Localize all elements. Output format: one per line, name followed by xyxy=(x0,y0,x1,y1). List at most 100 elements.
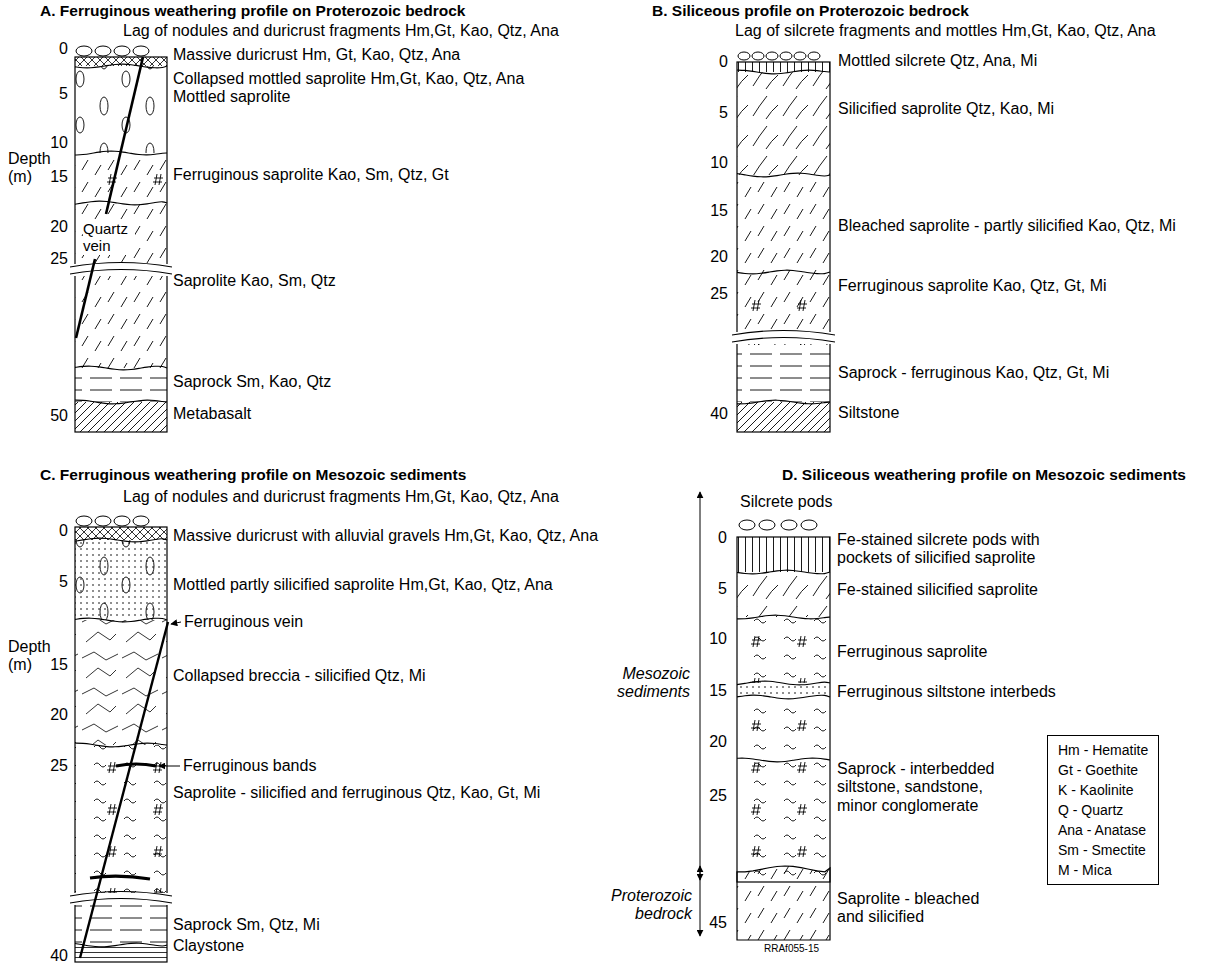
drawing-path xyxy=(75,400,167,404)
layer-label: Collapsed mottled saprolite Hm,Gt, Kao, … xyxy=(173,70,524,88)
strata-fill xyxy=(737,537,830,572)
strata-fill xyxy=(737,697,830,882)
drawing-path xyxy=(70,270,172,275)
layer-label: Saprolite - silicified and ferruginous Q… xyxy=(173,784,540,802)
column-break xyxy=(731,332,836,344)
strata-fill xyxy=(75,540,167,620)
strata-fill xyxy=(737,72,830,175)
legend-entry: Gt - Goethite xyxy=(1058,760,1148,780)
legend-entry: Sm - Smectite xyxy=(1058,840,1148,860)
leader-arrow xyxy=(159,766,180,767)
layer-label: Fe-stained silicified saprolite xyxy=(837,581,1038,599)
drawing-path xyxy=(70,899,172,904)
depth-value: 5 xyxy=(59,85,68,103)
layer-label: Saprolite Kao, Sm, Qtz xyxy=(173,272,336,290)
column-outline xyxy=(75,57,167,432)
legend-box: Hm - HematiteGt - GoethiteK - KaoliniteQ… xyxy=(1047,735,1159,885)
strata-fill xyxy=(75,945,167,962)
depth-value: 10 xyxy=(709,630,727,648)
drawing-path xyxy=(737,400,830,404)
extent-arrow xyxy=(700,492,701,880)
layer-label: Saprock - interbedded siltstone, sandsto… xyxy=(837,760,1007,815)
drawing-ellipse xyxy=(133,46,149,56)
layer-label: Saprock Sm, Kao, Qtz xyxy=(173,373,331,391)
layer-label: Mottled saprolite xyxy=(173,88,290,106)
drawing-path xyxy=(737,758,830,762)
drawing-path xyxy=(732,338,835,343)
depth-value: 25 xyxy=(50,250,68,268)
unit-label: Proterozoic bedrock xyxy=(596,887,692,924)
weathering-column xyxy=(69,57,173,432)
lag-label: Silcrete pods xyxy=(740,493,833,511)
drawing-ellipse xyxy=(808,52,820,60)
layer-label: Bleached saprolite - partly silicified K… xyxy=(838,217,1176,235)
drawing-ellipse xyxy=(759,520,775,530)
strata-fill xyxy=(75,527,167,540)
depth-value: 40 xyxy=(50,947,68,965)
depth-value: 0 xyxy=(718,529,727,547)
drawing-path xyxy=(737,681,830,685)
ferruginous-band xyxy=(90,876,150,879)
depth-value: 45 xyxy=(709,914,727,932)
strata-fill xyxy=(75,153,167,203)
layer-label: Siltstone xyxy=(838,404,899,422)
panel-title: B. Siliceous profile on Proterozoic bedr… xyxy=(652,2,969,20)
layer-label: Claystone xyxy=(173,937,244,955)
depth-value: 15 xyxy=(710,202,728,220)
drawing-ellipse xyxy=(739,520,755,530)
drawing-ellipse xyxy=(76,516,92,526)
strata-fill xyxy=(75,153,167,203)
legend-entry: K - Kaolinite xyxy=(1058,780,1148,800)
layer-label: Massive duricrust Hm, Gt, Kao, Qtz, Ana xyxy=(173,46,460,64)
legend-entry: M - Mica xyxy=(1058,860,1148,880)
feature-label: Ferruginous vein xyxy=(184,613,303,631)
strata-fill xyxy=(737,175,830,272)
panel-title: A. Ferruginous weathering profile on Pro… xyxy=(40,2,465,20)
drawing-ellipse xyxy=(95,516,111,526)
drawing-ellipse xyxy=(114,46,130,56)
bedrock-block xyxy=(737,866,830,940)
depth-value: 0 xyxy=(59,40,68,58)
depth-value: 20 xyxy=(50,218,68,236)
panel-title: C. Ferruginous weathering profile on Mes… xyxy=(40,466,466,484)
drawing-path xyxy=(737,695,830,699)
depth-value: 50 xyxy=(50,407,68,425)
surface-lag xyxy=(76,516,149,526)
weathering-column xyxy=(731,62,836,432)
drawing-ellipse xyxy=(133,516,149,526)
weathering-column xyxy=(69,527,173,962)
strata-fill xyxy=(75,203,167,368)
depth-value: 10 xyxy=(50,134,68,152)
depth-value: 5 xyxy=(718,580,727,598)
drawing-path xyxy=(70,263,172,268)
depth-value: 15 xyxy=(50,656,68,674)
depth-value: 25 xyxy=(50,757,68,775)
drawing-path xyxy=(737,70,830,74)
ferruginous-band xyxy=(116,764,156,766)
strata-fill xyxy=(75,745,167,905)
depth-value: 20 xyxy=(709,733,727,751)
depth-value: 0 xyxy=(59,522,68,540)
feature-label: Ferruginous bands xyxy=(183,757,316,775)
depth-value: 20 xyxy=(710,248,728,266)
drawing-ellipse xyxy=(794,52,806,60)
drawing-ellipse xyxy=(801,520,817,530)
drawing-ellipse xyxy=(738,52,750,60)
layer-label: Mottled silcrete Qtz, Ana, Mi xyxy=(838,52,1037,70)
column-break xyxy=(69,893,173,905)
depth-value: 15 xyxy=(50,168,68,186)
layer-label: Massive duricrust with alluvial gravels … xyxy=(173,527,598,545)
lag-label: Lag of nodules and duricrust fragments H… xyxy=(123,488,559,506)
drawing-path xyxy=(737,173,830,177)
weathering-column xyxy=(737,537,830,882)
strata-fill xyxy=(75,402,167,432)
layer-label: Mottled partly silicified saprolite Hm,G… xyxy=(173,576,553,594)
axis-title: Depth (m) xyxy=(8,638,56,675)
drawing-ellipse xyxy=(114,516,130,526)
axis-title: Depth (m) xyxy=(8,150,56,187)
depth-value: 5 xyxy=(59,573,68,591)
drawing-path xyxy=(737,570,830,574)
strata-fill xyxy=(75,540,167,620)
depth-value: 0 xyxy=(719,53,728,71)
leader-arrow xyxy=(171,622,181,624)
